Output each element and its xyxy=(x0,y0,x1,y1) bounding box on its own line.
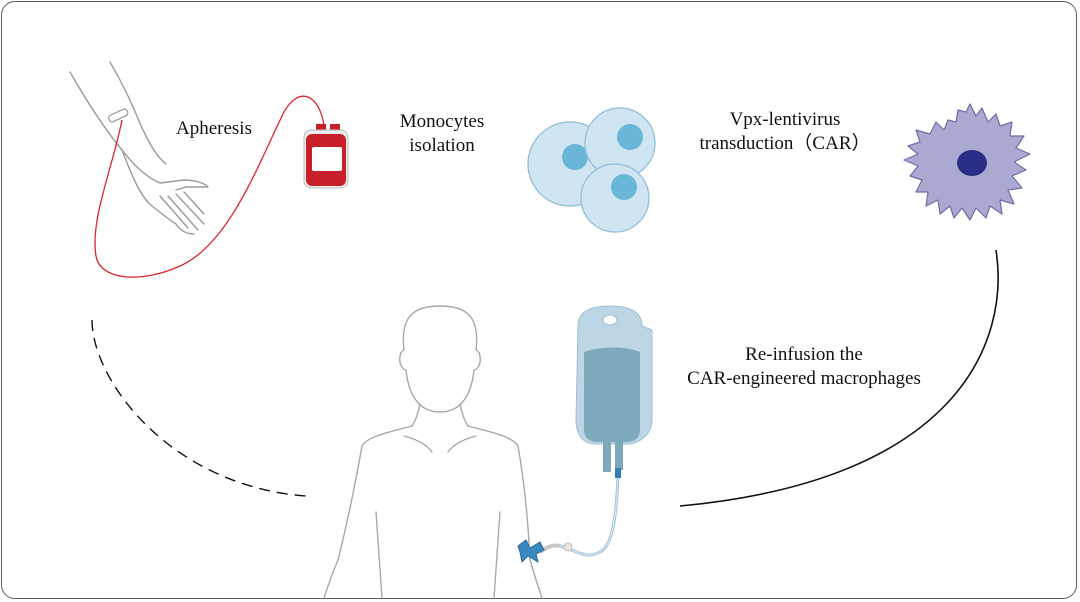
monocytes-icon xyxy=(527,107,656,233)
label-monocytes-isolation: Monocytes isolation xyxy=(387,110,497,158)
catheter-tape xyxy=(108,108,129,123)
label-monocytes-line1: Monocytes xyxy=(399,111,485,132)
label-apheresis: Apheresis xyxy=(176,117,252,141)
iv-line-inner xyxy=(559,477,619,556)
iv-valve xyxy=(563,542,573,552)
label-apheresis-text: Apheresis xyxy=(176,118,252,139)
cannula-icon xyxy=(517,539,545,564)
blood-bag-icon xyxy=(303,124,349,189)
macrophage-icon xyxy=(903,103,1031,221)
label-transduction-line1: Vpx-lentivirus xyxy=(729,109,841,130)
label-reinfusion: Re-infusion the CAR-engineered macrophag… xyxy=(664,343,944,391)
label-transduction: Vpx-lentivirus transduction（CAR） xyxy=(680,108,890,156)
return-arrow xyxy=(679,249,999,507)
iv-bag-icon xyxy=(575,305,653,478)
label-reinfusion-line1: Re-infusion the xyxy=(745,344,863,365)
dashed-cycle-path xyxy=(91,319,307,497)
apheresis-tubing xyxy=(94,95,325,278)
label-monocytes-line2: isolation xyxy=(409,135,475,156)
label-reinfusion-line2: CAR-engineered macrophages xyxy=(687,368,921,389)
label-transduction-line2: transduction（CAR） xyxy=(699,133,871,154)
arm-illustration xyxy=(69,61,209,235)
patient-illustration xyxy=(323,305,543,599)
